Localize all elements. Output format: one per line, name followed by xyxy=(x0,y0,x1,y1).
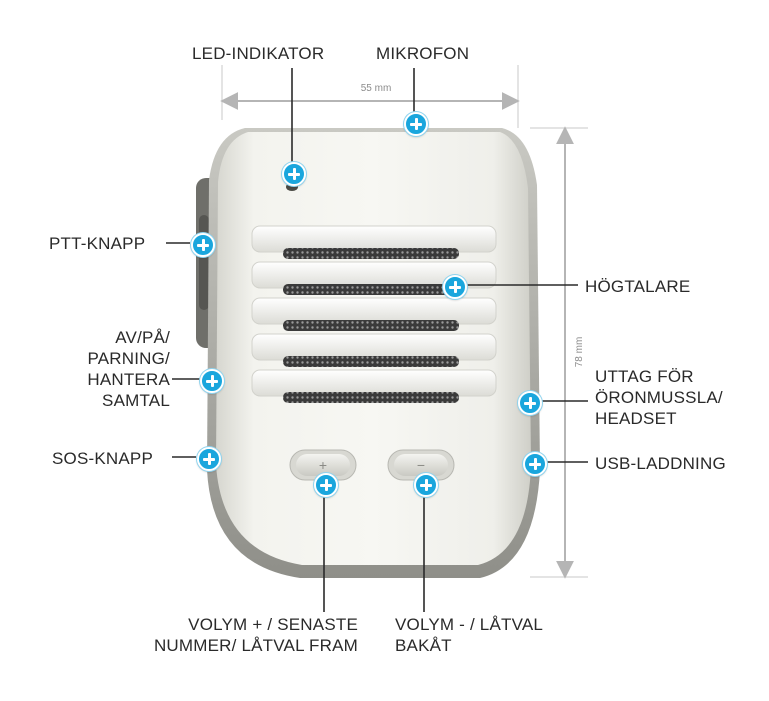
label-microphone: MIKROFON xyxy=(376,44,470,63)
label-sos-button: SOS-KNAPP xyxy=(52,449,153,468)
sos-button-hotspot-plus-icon[interactable] xyxy=(197,447,221,471)
leader-lines xyxy=(166,68,588,612)
label-ptt-button: PTT-KNAPP xyxy=(49,234,146,253)
volume-up-hotspot-plus-icon[interactable] xyxy=(314,473,338,497)
label-volume-up: VOLYM + / SENASTE NUMMER/ LÅTVAL FRAM xyxy=(153,615,358,655)
power-pairing-hotspot-plus-icon[interactable] xyxy=(200,369,224,393)
microphone-hotspot-plus-icon[interactable] xyxy=(404,112,428,136)
speaker-grille xyxy=(251,225,497,403)
label-power-pairing: AV/PÅ/ PARNING/ HANTERA SAMTAL xyxy=(87,328,170,410)
label-led-indicator: LED-INDIKATOR xyxy=(192,44,325,63)
volume-up-button: + xyxy=(289,449,357,481)
usb-charging-hotspot-plus-icon[interactable] xyxy=(523,452,547,476)
height-dimension: 78 mm xyxy=(530,126,588,579)
width-label: 55 mm xyxy=(361,83,392,94)
label-headset-jack: UTTAG FÖR ÖRONMUSSLA/ HEADSET xyxy=(595,367,723,428)
headset-jack-hotspot-plus-icon[interactable] xyxy=(518,391,542,415)
width-dimension: 55 mm xyxy=(220,65,520,128)
height-label: 78 mm xyxy=(574,337,585,368)
ptt-button-hotspot-plus-icon[interactable] xyxy=(191,233,215,257)
volume-down-hotspot-plus-icon[interactable] xyxy=(414,473,438,497)
plus-glyph: + xyxy=(319,457,327,473)
minus-glyph: − xyxy=(417,457,425,473)
volume-down-button: − xyxy=(387,449,455,481)
led-indicator-hotspot-plus-icon[interactable] xyxy=(282,162,306,186)
label-speaker: HÖGTALARE xyxy=(585,277,691,296)
label-volume-down: VOLYM - / LÅTVAL BAKÅT xyxy=(395,615,544,655)
speaker-hotspot-plus-icon[interactable] xyxy=(443,275,467,299)
label-usb-charging: USB-LADDNING xyxy=(595,454,726,473)
